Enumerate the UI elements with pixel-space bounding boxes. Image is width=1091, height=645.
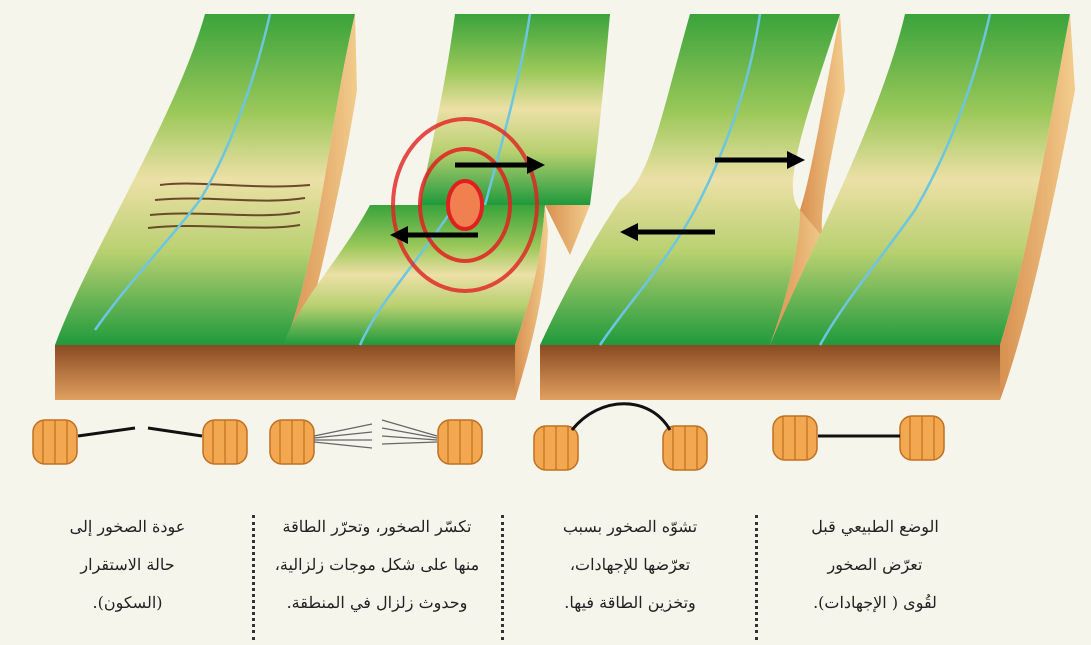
caption-line: الوضع الطبيعي قبل — [811, 517, 939, 536]
caption-line: تكسّر الصخور، وتحرّر الطاقة — [282, 517, 472, 536]
divider — [252, 515, 255, 640]
caption-line: حالة الاستقرار — [80, 555, 175, 574]
hands-rope-bent — [533, 402, 708, 471]
caption-line: عودة الصخور إلى — [69, 517, 186, 536]
caption-line: تعرّضها للإجهادات، — [569, 555, 691, 574]
divider — [501, 515, 504, 640]
caption-line: وحدوث زلزال في المنطقة. — [286, 593, 468, 612]
block-stage-rupture — [283, 13, 610, 400]
earthquake-stages-diagram — [32, 13, 1075, 471]
divider — [755, 515, 758, 640]
caption-deformation: تشوّه الصخور بسبب تعرّضها للإجهادات، وتخ… — [510, 508, 750, 622]
caption-line: منها على شكل موجات زلزالية، — [274, 555, 480, 574]
caption-rupture: تكسّر الصخور، وتحرّر الطاقة منها على شكل… — [258, 508, 496, 622]
caption-return-stability: عودة الصخور إلى حالة الاستقرار (السكون). — [10, 508, 245, 622]
block-stage-natural — [770, 13, 1075, 400]
hands-rope-straight — [772, 415, 945, 461]
caption-line: وتخزين الطاقة فيها. — [564, 593, 696, 612]
caption-line: لقُوى ( الإجهادات). — [813, 593, 937, 612]
caption-line: تشوّه الصخور بسبب — [562, 517, 698, 536]
caption-line: (السكون). — [92, 593, 163, 612]
caption-natural: الوضع الطبيعي قبل تعرّض الصخور لقُوى ( ا… — [765, 508, 985, 622]
caption-line: تعرّض الصخور — [827, 555, 923, 574]
hands-rope-snapping — [269, 419, 483, 465]
seismic-waves — [391, 117, 539, 293]
hands-rope-broken — [32, 419, 248, 465]
block-stage-return-stability — [55, 13, 357, 400]
